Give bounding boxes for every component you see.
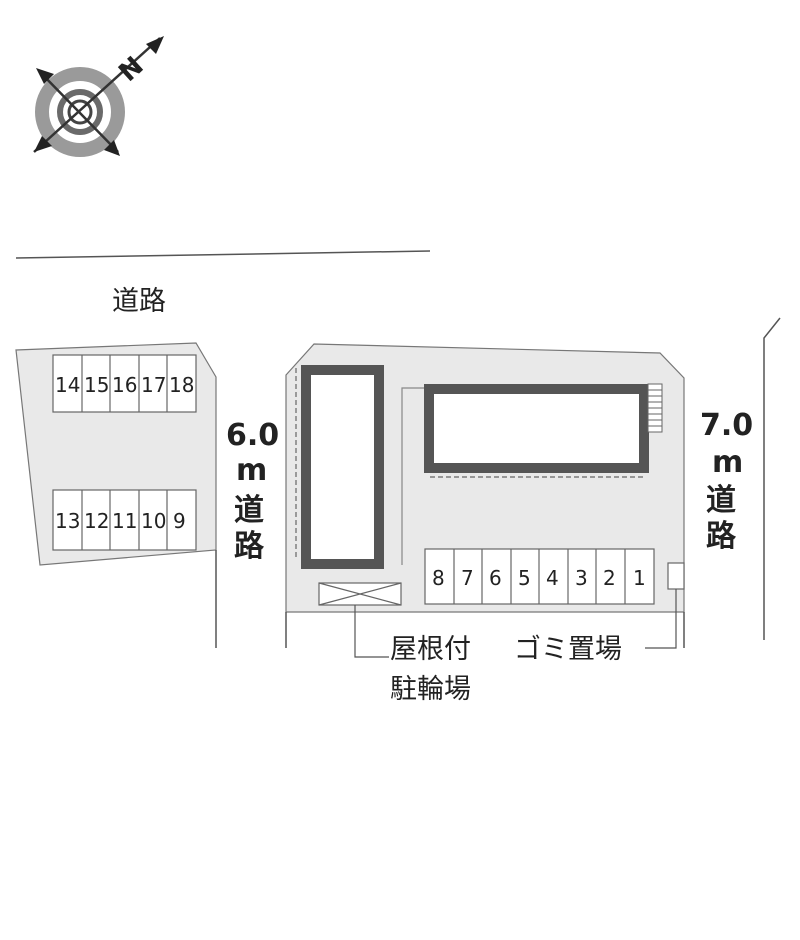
- north-label: N: [113, 51, 149, 88]
- parking-lot-west: 14 15 16 17 18 13 12 11 10 9: [15, 342, 217, 648]
- bicycle-parking-icon: [318, 582, 402, 606]
- garbage-area-icon: [667, 562, 685, 590]
- space-8: 8: [432, 566, 445, 590]
- space-12: 12: [84, 509, 109, 533]
- garbage-label: ゴミ置場: [514, 634, 622, 665]
- space-11: 11: [112, 509, 137, 533]
- road-edge-east: [763, 317, 781, 640]
- space-5: 5: [518, 566, 531, 590]
- space-10: 10: [141, 509, 166, 533]
- bicycle-parking-leader: [354, 605, 389, 658]
- stairs-icon: [647, 383, 663, 433]
- garbage-leader: [645, 589, 677, 649]
- space-1: 1: [633, 566, 646, 590]
- road-west-width: 6.0: [226, 418, 279, 453]
- space-4: 4: [546, 566, 559, 590]
- road-west-label-2: 路: [234, 529, 265, 564]
- space-16: 16: [112, 373, 137, 397]
- space-7: 7: [461, 566, 474, 590]
- road-label-top: 道路: [112, 286, 166, 317]
- space-14: 14: [55, 373, 80, 397]
- space-9: 9: [173, 509, 186, 533]
- space-6: 6: [489, 566, 502, 590]
- building-west: [301, 365, 384, 569]
- space-17: 17: [141, 373, 166, 397]
- building-east: [424, 384, 649, 473]
- space-18: 18: [169, 373, 194, 397]
- bicycle-parking-label-1: 屋根付: [390, 634, 471, 665]
- road-east-label-2: 路: [706, 519, 737, 554]
- space-3: 3: [575, 566, 588, 590]
- space-13: 13: [55, 509, 80, 533]
- road-east-unit: m: [712, 445, 743, 480]
- road-west-unit: m: [236, 453, 267, 488]
- north-arrow-compass-icon: N: [33, 36, 164, 157]
- road-edge-top: [15, 250, 431, 259]
- road-east-label-1: 道: [706, 483, 736, 518]
- road-west-label-1: 道: [234, 493, 264, 528]
- bicycle-parking-label-2: 駐輪場: [390, 674, 471, 705]
- main-site: 8 7 6 5 4 3 2 1: [285, 343, 685, 648]
- space-2: 2: [603, 566, 616, 590]
- road-east-width: 7.0: [700, 408, 753, 443]
- space-15: 15: [84, 373, 109, 397]
